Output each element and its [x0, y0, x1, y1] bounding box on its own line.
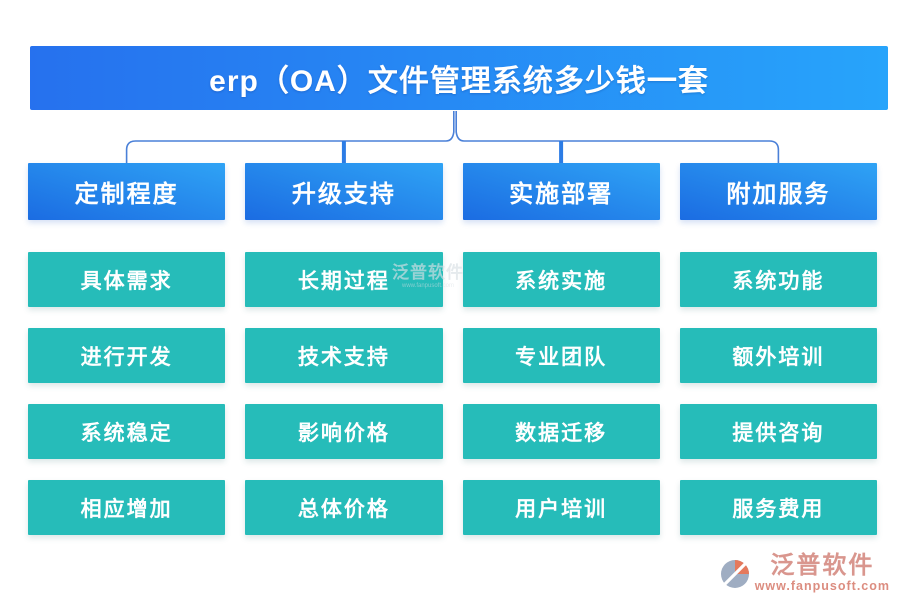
- category-header-customization: 定制程度: [28, 163, 226, 220]
- fanpu-logo-texts: 泛普软件 www.fanpusoft.com: [754, 551, 890, 594]
- node-item: 系统稳定: [28, 404, 226, 459]
- node-item: 系统实施: [462, 252, 660, 307]
- node-item: 数据迁移: [462, 404, 660, 459]
- logo-url: www.fanpusoft.com: [754, 579, 890, 593]
- node-item: 影响价格: [245, 404, 443, 459]
- category-header-extra-services: 附加服务: [679, 163, 877, 220]
- node-item: 服务费用: [679, 480, 877, 535]
- node-item: 相应增加: [28, 480, 226, 535]
- node-item: 技术支持: [245, 328, 443, 383]
- node-grid: 具体需求 长期过程 系统实施 系统功能 进行开发 技术支持 专业团队 额外培训 …: [28, 252, 877, 535]
- logo-brand-text: 泛普软件: [770, 551, 875, 579]
- tree-branch-line: [125, 111, 780, 164]
- page-title: erp（OA）文件管理系统多少钱一套: [209, 65, 709, 98]
- node-item: 额外培训: [679, 328, 877, 383]
- node-item: 用户培训: [462, 480, 660, 535]
- category-header-upgrade-support: 升级支持: [245, 163, 443, 220]
- node-item: 具体需求: [28, 252, 226, 307]
- title-banner: erp（OA）文件管理系统多少钱一套: [30, 46, 888, 110]
- node-item: 系统功能: [679, 252, 877, 307]
- node-item: 提供咨询: [679, 404, 877, 459]
- fanpu-logo: 泛普软件 www.fanpusoft.com: [719, 551, 890, 594]
- fanpu-logo-icon: [720, 559, 749, 588]
- node-item: 进行开发: [28, 328, 226, 383]
- category-header-implementation: 实施部署: [462, 163, 660, 220]
- node-item: 专业团队: [462, 328, 660, 383]
- node-item: 总体价格: [245, 480, 443, 535]
- node-item: 长期过程: [245, 252, 443, 307]
- category-header-row: 定制程度 升级支持 实施部署 附加服务: [28, 163, 877, 220]
